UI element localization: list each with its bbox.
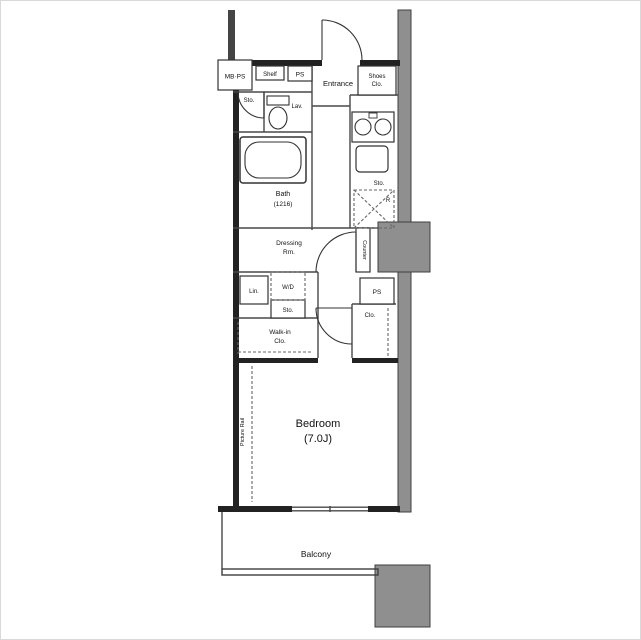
shoes-label-1: Shoes (368, 74, 385, 80)
closet-label: Clo. (365, 313, 376, 319)
shelf-label: Shelf (263, 72, 277, 78)
dressing-door-arc (315, 231, 357, 273)
walls (218, 60, 400, 512)
balcony-window (292, 506, 368, 512)
balcony-railing (221, 568, 379, 576)
wall-left (233, 60, 239, 512)
shoes-closet-box (357, 65, 397, 96)
stove-grill (368, 112, 378, 119)
ps-mid-label: PS (373, 289, 382, 296)
doors (237, 19, 363, 345)
walkin-label-1: Walk-in (269, 329, 291, 336)
fridge-diagonal-2 (353, 189, 395, 229)
mbps-label: MB·PS (225, 74, 246, 81)
wall-top-left (218, 60, 322, 66)
bath-label-2: (1216) (274, 201, 293, 208)
stove (351, 111, 395, 143)
closet-door-arc (315, 307, 353, 345)
entrance-door-arc (321, 19, 363, 61)
toilet-bowl (268, 106, 288, 130)
fridge-label: R (386, 198, 391, 204)
top-left-wall-stub (228, 10, 235, 62)
dressing-label-1: Dressing (276, 240, 302, 247)
wall-bedroom-top-right (352, 358, 398, 363)
concrete-walls (228, 9, 431, 628)
linen-box (239, 275, 269, 305)
washer-dryer-label: W/D (282, 285, 294, 291)
bathtub-inner (244, 141, 302, 179)
bathtub-outer (239, 136, 307, 184)
lav-label: Lav. (292, 104, 303, 110)
dressing-label-2: Rm. (283, 249, 295, 256)
fridge-space-box (353, 189, 395, 229)
concrete-pillar-mid (377, 221, 431, 273)
entrance-label: Entrance (323, 79, 353, 88)
service-boxes (217, 59, 397, 319)
ps-mid-box (359, 277, 395, 305)
ps-top-label: PS (296, 72, 305, 79)
room-labels: MB·PS Shelf PS Entrance Shoes Clo. Sto. … (225, 72, 391, 560)
dashed-elements (237, 189, 395, 502)
wall-bedroom-top-left (233, 358, 318, 363)
wall-top-right (360, 60, 400, 66)
sto-mid-box (270, 299, 306, 319)
washer-dryer-box (270, 271, 306, 301)
bedroom-label-2: (7.0J) (304, 433, 332, 445)
stove-burner-left (354, 118, 372, 136)
sto-mid-label: Sto. (283, 308, 294, 314)
wall-bottom-right (368, 506, 400, 512)
toilet-tank (266, 95, 290, 106)
shoes-label-2: Clo. (372, 82, 383, 88)
mbps-box (217, 59, 253, 91)
ps-top-box (287, 65, 313, 82)
kitchen-sink (355, 145, 389, 173)
balcony-label: Balcony (301, 549, 332, 559)
fixtures (239, 95, 395, 184)
bedroom-label-1: Bedroom (296, 418, 341, 430)
sto-door-arc (237, 91, 265, 119)
linen-label: Lin. (249, 289, 259, 295)
bath-label-1: Bath (276, 191, 291, 198)
wall-bottom-left (218, 506, 292, 512)
stove-burner-right (374, 118, 392, 136)
concrete-pillar-bottom (374, 564, 431, 628)
shelf-box (255, 65, 285, 81)
sto-top-label: Sto. (244, 98, 255, 104)
counter-label: Counter (361, 240, 367, 260)
walkin-label-2: Clo. (274, 338, 286, 345)
picture-rail-label: Picture Rail (240, 418, 246, 446)
sto-kitchen-label: Sto. (374, 181, 385, 187)
